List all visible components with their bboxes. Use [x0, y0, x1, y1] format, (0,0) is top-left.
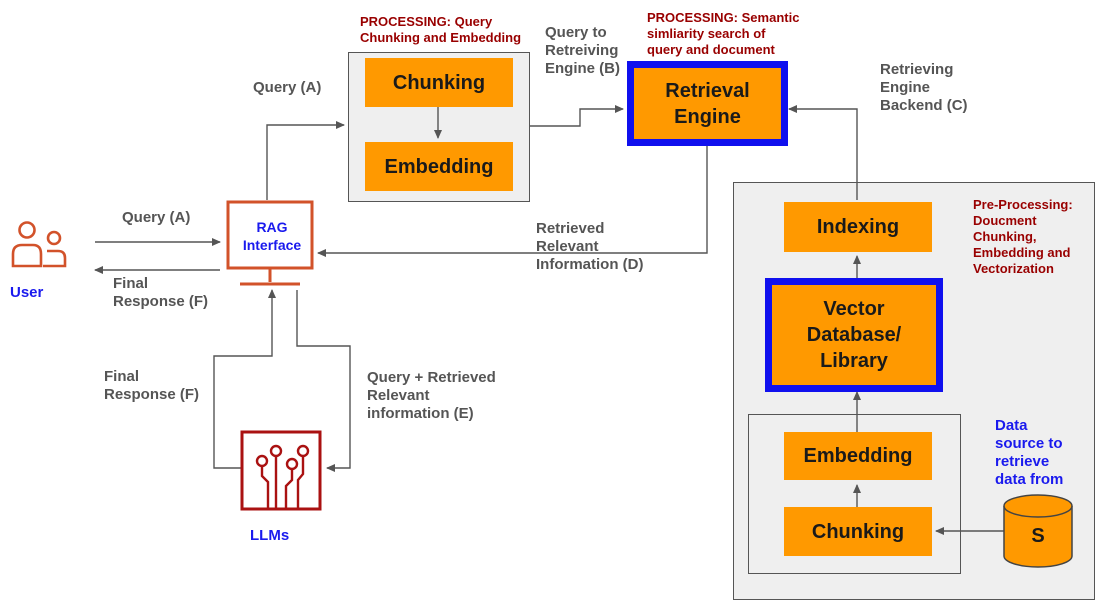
user-icon: [11, 221, 67, 268]
label-query-retrieved-e: Query + Retrieved Relevant information (…: [367, 369, 496, 422]
label-query-a-top: Query (A): [253, 79, 322, 96]
query-processing-note: PROCESSING: Query Chunking and Embedding: [360, 14, 522, 45]
llms-label: LLMs: [250, 527, 290, 544]
retrieval-engine-box[interactable]: Retrieval Engine: [627, 61, 788, 146]
embedding-doc-box[interactable]: Embedding: [784, 432, 932, 480]
chunking-query-box[interactable]: Chunking: [365, 58, 513, 107]
label-query-a-user: Query (A): [122, 209, 191, 226]
semantic-processing-note: PROCESSING: Semantic simliarity search o…: [647, 10, 800, 57]
rag-interface-label[interactable]: RAG Interface: [242, 219, 302, 253]
label-retrieved-d: Retrieved Relevant Information (D): [536, 220, 644, 273]
label-backend-c: Retrieving Engine Backend (C): [880, 61, 968, 114]
monitor-icon: [226, 200, 314, 286]
user-label: User: [10, 284, 44, 301]
edge-query-a-to-chunking: [266, 121, 345, 200]
data-source-symbol: S: [1031, 525, 1045, 547]
edge-retrieved-d: [317, 146, 708, 257]
chunking-doc-box[interactable]: Chunking: [784, 507, 932, 556]
data-source-label: Data source to retrieve data from: [995, 417, 1064, 488]
edge-query-b-to-retrieval: [530, 105, 624, 127]
label-query-b: Query to Retreiving Engine (B): [545, 24, 620, 77]
pre-processing-note: Pre-Processing: Doucment Chunking, Embed…: [973, 197, 1073, 276]
embedding-query-box[interactable]: Embedding: [365, 142, 513, 191]
edge-query-retrieved-e: [296, 290, 351, 472]
edge-backend-c: [788, 105, 858, 200]
edge-final-f-llm: [213, 289, 276, 469]
label-final-f-llm: Final Response (F): [104, 368, 200, 403]
indexing-box[interactable]: Indexing: [784, 202, 932, 252]
database-cylinder-icon: [1003, 494, 1073, 568]
llm-circuit-icon: [240, 430, 322, 511]
vector-database-box[interactable]: Vector Database/ Library: [765, 278, 943, 392]
label-final-f-user: Final Response (F): [113, 275, 209, 310]
